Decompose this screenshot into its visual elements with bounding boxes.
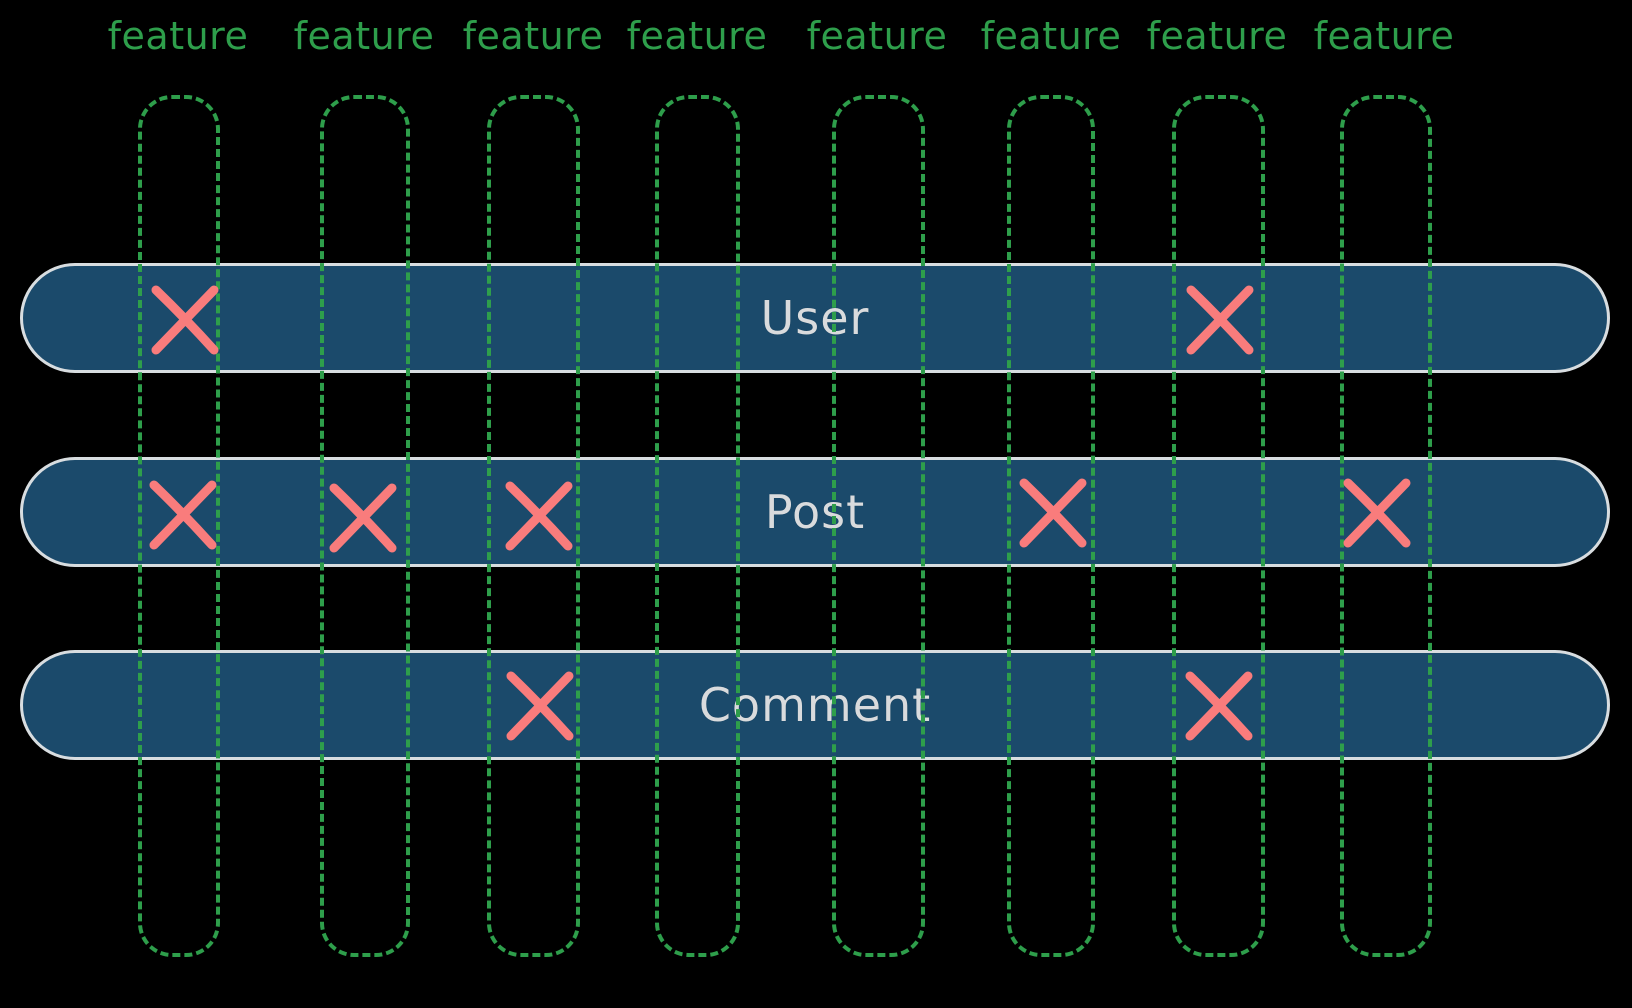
- entity-label-user: User: [760, 291, 870, 345]
- feature-label-1: feature: [107, 14, 249, 58]
- feature-label-6: feature: [980, 14, 1122, 58]
- feature-label-7: feature: [1146, 14, 1288, 58]
- feature-label-8: feature: [1313, 14, 1455, 58]
- feature-label-2: feature: [293, 14, 435, 58]
- entity-row-user[interactable]: User: [20, 263, 1610, 373]
- entity-label-post: Post: [764, 485, 866, 539]
- feature-label-4: feature: [626, 14, 768, 58]
- feature-label-5: feature: [806, 14, 948, 58]
- feature-label-3: feature: [462, 14, 604, 58]
